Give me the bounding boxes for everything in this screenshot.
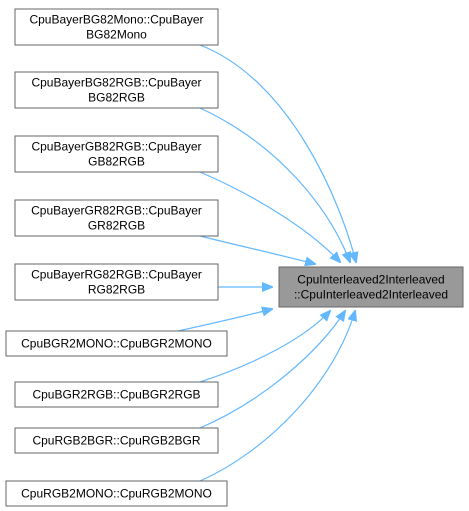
caller-node-8[interactable]: CpuRGB2BGR::CpuRGB2BGR (14, 427, 219, 454)
target-function-node[interactable]: CpuInterleaved2Interleaved::CpuInterleav… (278, 266, 464, 308)
caller-node-5-label-line-1: CpuBayerRG82RGB::CpuBayer (31, 268, 202, 282)
caller-node-7[interactable]: CpuBGR2RGB::CpuBGR2RGB (14, 381, 219, 408)
call-edge-8 (199, 311, 345, 429)
caller-node-2[interactable]: CpuBayerBG82RGB::CpuBayerBG82RGB (14, 71, 219, 109)
caller-node-1[interactable]: CpuBayerBG82Mono::CpuBayerBG82Mono (14, 8, 219, 46)
caller-nodes: CpuBayerBG82Mono::CpuBayerBG82MonoCpuBay… (5, 8, 228, 507)
caller-node-3-label-line-1: CpuBayerGB82RGB::CpuBayer (31, 140, 201, 154)
target-node[interactable]: CpuInterleaved2Interleaved::CpuInterleav… (278, 266, 464, 308)
call-edge-3 (199, 171, 340, 262)
caller-node-9[interactable]: CpuRGB2MONO::CpuRGB2MONO (5, 480, 228, 507)
caller-node-5[interactable]: CpuBayerRG82RGB::CpuBayerRG82RGB (14, 263, 219, 301)
caller-node-5-label-line-2: RG82RGB (88, 283, 145, 297)
caller-node-1-label-line-2: BG82Mono (86, 28, 147, 42)
caller-node-4-label-line-2: GR82RGB (88, 219, 145, 233)
call-edge-7 (199, 311, 330, 383)
caller-node-6[interactable]: CpuBGR2MONO::CpuBGR2MONO (5, 330, 228, 357)
caller-node-1-label-line-1: CpuBayerBG82Mono::CpuBayer (29, 13, 203, 27)
caller-node-8-label-line-1: CpuRGB2BGR::CpuRGB2BGR (32, 434, 200, 448)
caller-node-2-label-line-2: BG82RGB (88, 91, 145, 105)
caller-node-3[interactable]: CpuBayerGB82RGB::CpuBayerGB82RGB (14, 135, 219, 173)
call-edges (177, 44, 356, 482)
call-edge-6 (177, 309, 272, 332)
caller-node-2-label-line-1: CpuBayerBG82RGB::CpuBayer (31, 76, 201, 90)
target-function-node-label-line-2: ::CpuInterleaved2Interleaved (294, 288, 448, 302)
call-edge-2 (199, 107, 350, 262)
caller-node-4-label-line-1: CpuBayerGR82RGB::CpuBayer (31, 204, 202, 218)
call-edge-9 (199, 311, 355, 482)
call-edge-1 (199, 44, 356, 262)
target-function-node-label-line-1: CpuInterleaved2Interleaved (297, 273, 444, 287)
caller-node-7-label-line-1: CpuBGR2RGB::CpuBGR2RGB (32, 388, 200, 402)
caller-node-9-label-line-1: CpuRGB2MONO::CpuRGB2MONO (21, 487, 212, 501)
call-edge-4 (199, 235, 315, 264)
caller-node-6-label-line-1: CpuBGR2MONO::CpuBGR2MONO (21, 337, 212, 351)
caller-node-4[interactable]: CpuBayerGR82RGB::CpuBayerGR82RGB (14, 199, 219, 237)
caller-node-3-label-line-2: GB82RGB (88, 155, 145, 169)
